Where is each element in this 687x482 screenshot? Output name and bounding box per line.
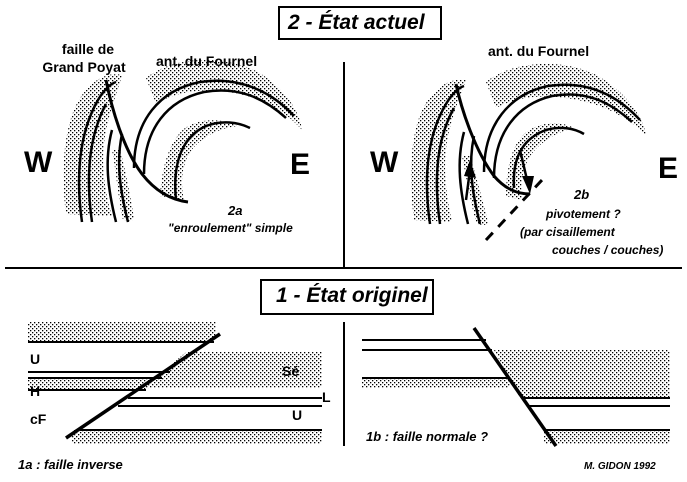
panel-2b-inner-stipple bbox=[506, 123, 574, 200]
top-title-box bbox=[278, 6, 442, 40]
panel-2b-artwork bbox=[410, 63, 646, 242]
panel-2a-anticline-arc bbox=[142, 89, 287, 175]
panel-2b-east-label: E bbox=[658, 152, 679, 185]
panel-2a-anticline-stipple bbox=[146, 59, 302, 130]
panel-2b-fault bbox=[454, 83, 531, 196]
panel-2a-fault-label-line1: faille de bbox=[61, 41, 115, 57]
panel-2b-anticline-arc bbox=[482, 83, 641, 173]
panel-1a-stipple-h bbox=[28, 378, 160, 390]
panel-2b-anticline-arc bbox=[492, 93, 633, 179]
panel-2a-east-label: E bbox=[290, 148, 311, 181]
panel-2a-anticline-label: ant. du Fournel bbox=[156, 53, 258, 69]
panel-1a-stipple-right bbox=[144, 352, 322, 388]
panel-1a-stipple-top bbox=[28, 322, 216, 342]
panel-2a-fault bbox=[104, 79, 189, 204]
panel-2a-artwork bbox=[63, 59, 302, 223]
author-credit: M. GIDON 1992 bbox=[584, 461, 656, 472]
panel-2b-anticline-label: ant. du Fournel bbox=[488, 43, 590, 59]
panel-2a-fault-label-line2: Grand Poyat bbox=[42, 59, 126, 75]
panel-1a-fault bbox=[65, 332, 221, 440]
panel-2a-anticline-arc bbox=[174, 121, 251, 201]
panel-1a-caption: 1a : faille inverse bbox=[18, 457, 123, 472]
top-title: 2 - État actuel bbox=[288, 11, 425, 34]
panel-2a-inner-stipple bbox=[160, 120, 238, 200]
panel-1a-label-h: H bbox=[30, 383, 41, 399]
panel-2b-bed-line bbox=[435, 107, 456, 225]
panel-2b-anticline-stipple bbox=[486, 63, 646, 136]
panel-2b-caption-line1: pivotement ? bbox=[546, 207, 621, 221]
panel-1b-stipple-left bbox=[362, 378, 510, 388]
panel-2b-caption-line3: couches / couches) bbox=[552, 243, 664, 257]
bottom-title-box bbox=[260, 279, 434, 315]
panel-1a-label-u-right: U bbox=[292, 407, 303, 423]
panel-1a-artwork bbox=[28, 322, 322, 444]
panel-2b-arrowhead-down bbox=[522, 176, 534, 194]
panel-2a-bed-line bbox=[87, 103, 108, 223]
panel-1b-artwork bbox=[362, 327, 670, 447]
panel-2b-dashed-axis bbox=[484, 178, 544, 242]
panel-2b-caption-line2: (par cisaillement bbox=[520, 225, 615, 239]
panel-2a-anticline-arc bbox=[132, 79, 295, 169]
panel-2a-bed-line bbox=[77, 80, 117, 223]
panel-2b-caption-id: 2b bbox=[574, 187, 590, 202]
panel-2b-bed-line bbox=[458, 131, 470, 225]
panel-1a-label-l: L bbox=[322, 389, 331, 405]
panel-2b-bed-line bbox=[469, 135, 482, 225]
panel-1a-label-cf: cF bbox=[30, 411, 47, 427]
panel-2a-caption-id: 2a bbox=[228, 203, 243, 218]
panel-1b-caption: 1b : faille normale ? bbox=[366, 429, 489, 444]
panel-1a-label-u-left: U bbox=[30, 351, 41, 367]
panel-2a-bed-line bbox=[117, 133, 130, 223]
panel-2b-west-label: W bbox=[370, 146, 399, 179]
panel-2a-west-label: W bbox=[24, 146, 53, 179]
bottom-title: 1 - État originel bbox=[276, 284, 428, 307]
panel-1b-stipple-right bbox=[494, 350, 670, 398]
panel-1b-fault bbox=[472, 327, 558, 447]
panel-2a-bed-line bbox=[106, 129, 118, 223]
panel-1a-stipple-bottom bbox=[72, 430, 322, 444]
panel-2b-arrowhead-up bbox=[464, 160, 476, 178]
panel-1a-label-se: Sé bbox=[282, 363, 300, 379]
panel-2a-lower-stipple bbox=[112, 150, 134, 221]
panel-2a-caption-text: "enroulement" simple bbox=[168, 221, 293, 235]
panel-1b-stipple-bottom bbox=[544, 430, 670, 444]
panel-2b-anticline-arc bbox=[512, 126, 585, 189]
